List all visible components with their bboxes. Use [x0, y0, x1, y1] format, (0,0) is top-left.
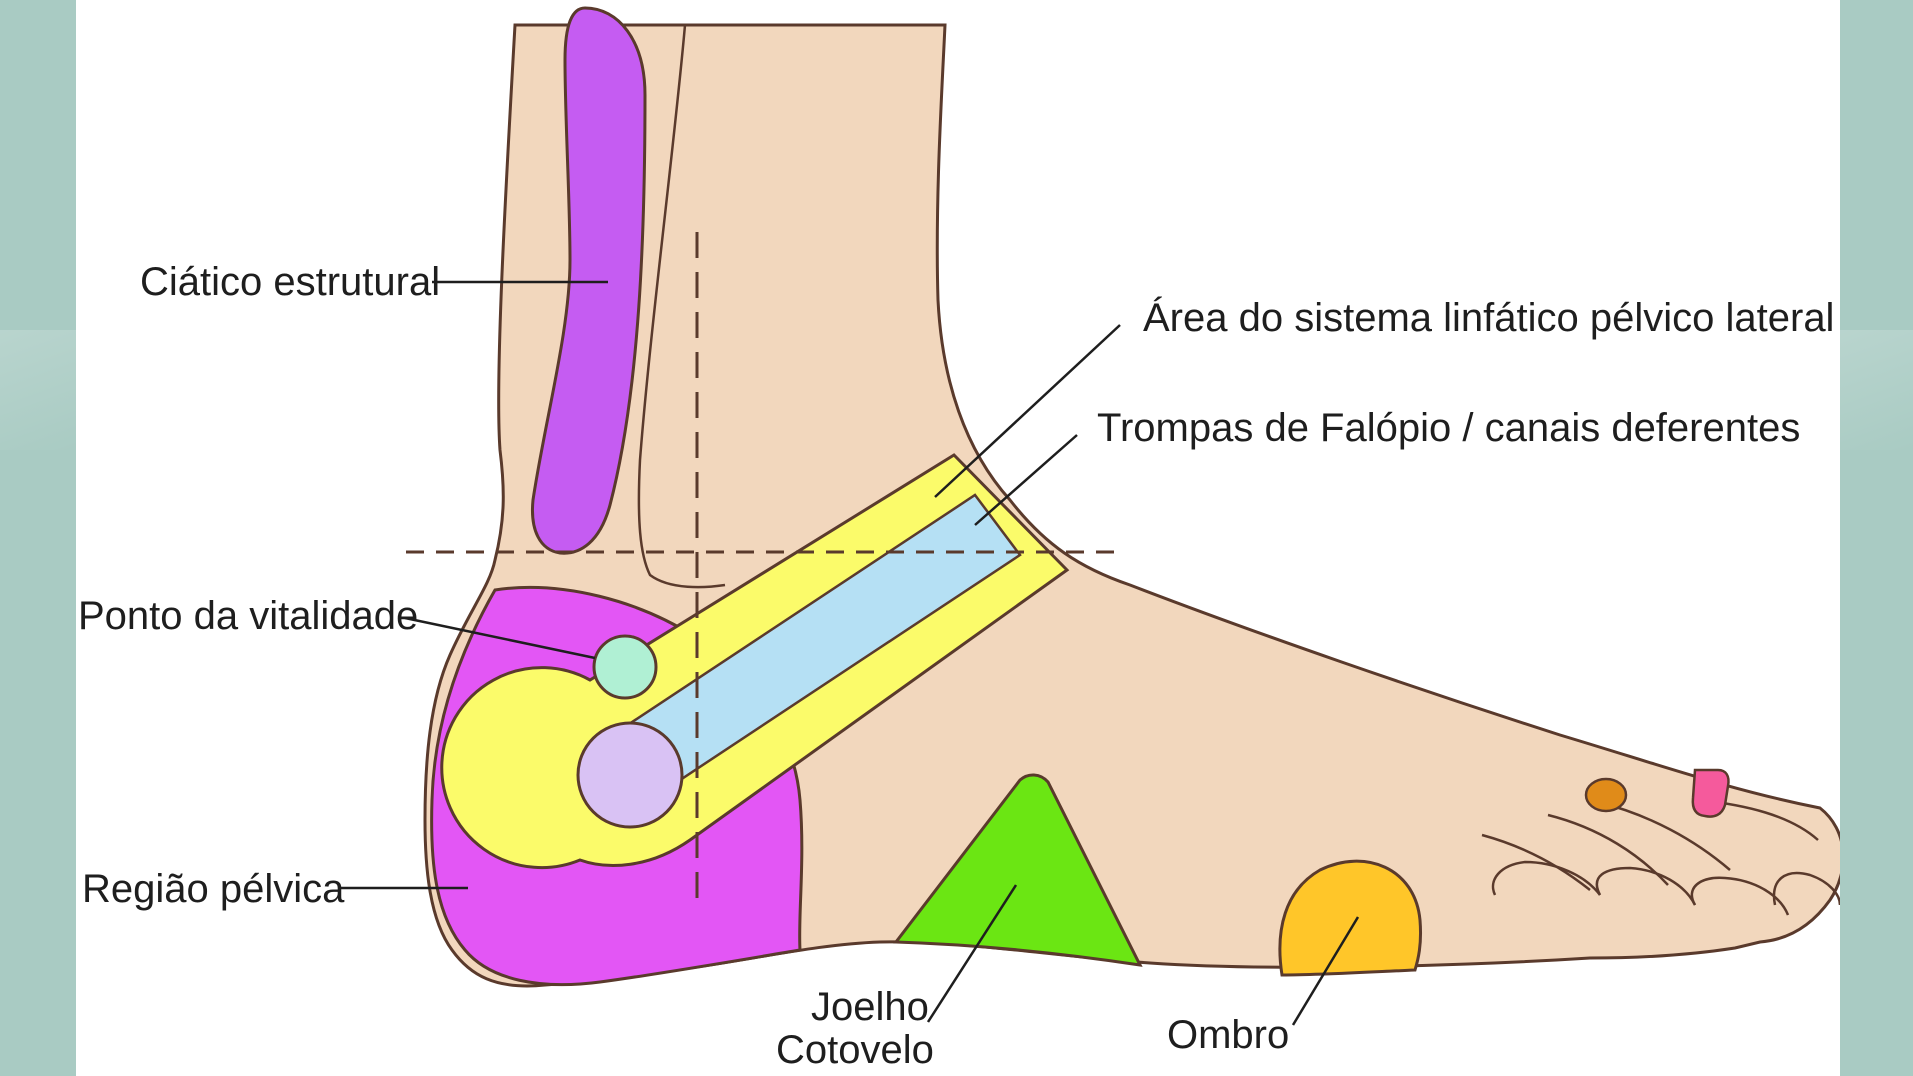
label-vitality: Ponto da vitalidade [78, 594, 418, 638]
label-elbow: Cotovelo [776, 1028, 934, 1072]
toe-pink-spot [1693, 770, 1729, 817]
label-shoulder: Ombro [1167, 1013, 1289, 1057]
toe-orange-spot [1586, 779, 1626, 811]
diagram-svg: Ciático estrutural Área do sistema linfá… [76, 0, 1840, 1076]
label-pelvic: Região pélvica [82, 867, 345, 911]
left-side-band [0, 0, 76, 1076]
vitality-point [594, 636, 656, 698]
foot-reflexology-diagram: Ciático estrutural Área do sistema linfá… [76, 0, 1840, 1076]
pelvic-circle [578, 723, 682, 827]
label-sciatic: Ciático estrutural [140, 260, 440, 304]
label-fallopian: Trompas de Falópio / canais deferentes [1097, 406, 1800, 450]
right-side-band [1840, 0, 1913, 1076]
label-knee: Joelho [811, 985, 929, 1029]
label-lymph: Área do sistema linfático pélvico latera… [1143, 295, 1834, 340]
